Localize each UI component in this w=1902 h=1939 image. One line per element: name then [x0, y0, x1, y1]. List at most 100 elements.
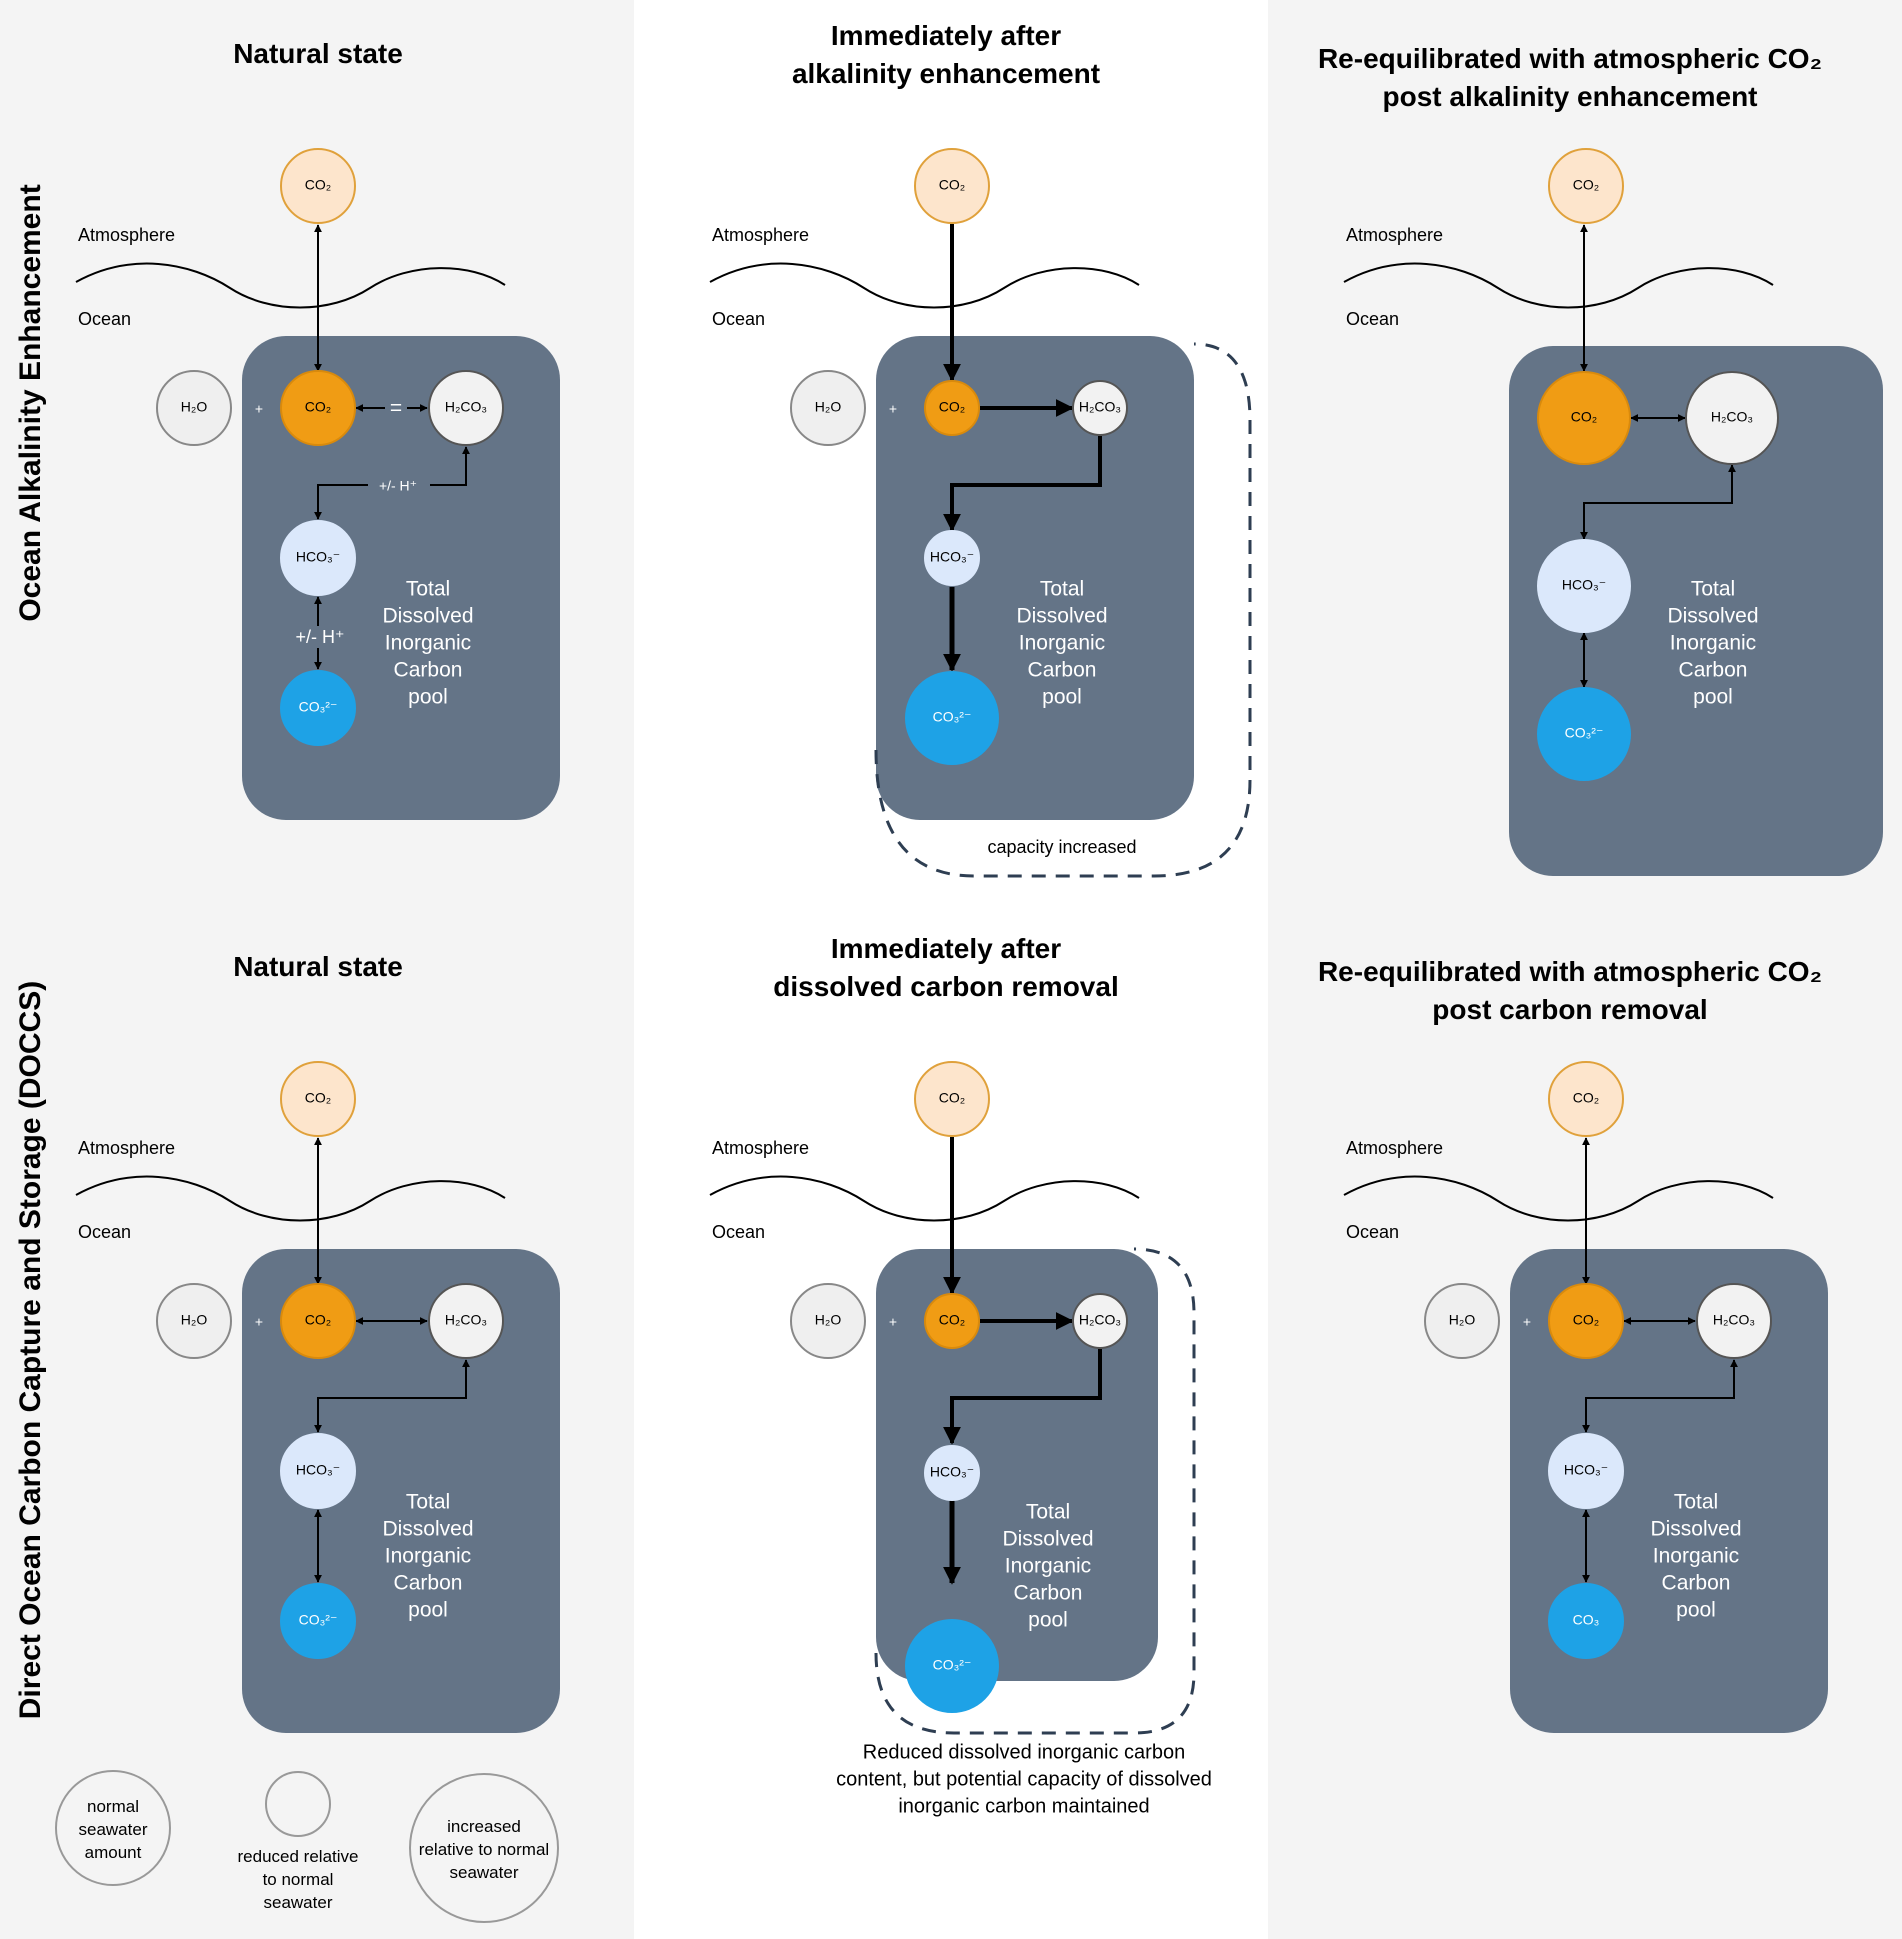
dissolved-co2-circle — [1537, 371, 1631, 465]
removal-note-line-2: content, but potential capacity of disso… — [836, 1768, 1212, 1790]
hco3-circle — [1537, 539, 1631, 633]
atmospheric-co2-circle — [1548, 1061, 1624, 1137]
plus-sign: + — [255, 401, 263, 417]
panel-title-line-1: Re-equilibrated with atmospheric CO₂ — [1318, 43, 1822, 74]
panel-title-line-2: post alkalinity enhancement — [1383, 81, 1758, 112]
pool-label-line-1: Total — [1691, 578, 1735, 601]
panel-doccs-natural: Natural stateAtmosphereOceanTotalDissolv… — [75, 951, 560, 1733]
legend-reduced-line-2: to normal — [263, 1870, 334, 1889]
removal-note-line-3: inorganic carbon maintained — [898, 1795, 1149, 1817]
legend-increased-line-1: increased — [447, 1817, 521, 1836]
sea-surface-wave — [1343, 262, 1774, 309]
ocean-label: Ocean — [78, 309, 131, 329]
hco3-circle — [280, 520, 356, 596]
h2o-label: H₂O — [181, 1312, 208, 1328]
pool-label-line-2: Dissolved — [1002, 1528, 1093, 1551]
dissolved-co2-label: CO₂ — [305, 1312, 331, 1328]
h2co3-circle — [428, 1283, 504, 1359]
co3-circle — [1537, 687, 1631, 781]
panel-title-line-2: post carbon removal — [1432, 994, 1707, 1025]
panel-doccs-immediate: Immediately after dissolved carbon remova… — [709, 933, 1212, 1817]
dissolved-co2-label: CO₂ — [939, 1312, 965, 1328]
panel-title-line-1: Natural state — [233, 38, 403, 69]
dissolved-co2-circle — [924, 380, 980, 436]
h2co3-circle — [428, 370, 504, 446]
pool-label-line-3: Inorganic — [385, 632, 471, 655]
dissolved-co2-label: CO₂ — [1573, 1312, 1599, 1328]
sea-surface-wave — [1343, 1175, 1774, 1222]
plus-sign: + — [889, 1314, 897, 1330]
arrow-h2co3-hco3 — [1582, 1359, 1738, 1433]
h2co3-label: H₂CO₃ — [1711, 409, 1753, 425]
atmospheric-co2-label: CO₂ — [939, 177, 965, 193]
legend-normal-line-1: normal — [87, 1797, 139, 1816]
h2o-circle — [156, 370, 232, 446]
pool-label-line-3: Inorganic — [1653, 1545, 1739, 1568]
hco3-label: HCO₃⁻ — [296, 1462, 340, 1478]
panel-title-line-1: Re-equilibrated with atmospheric CO₂ — [1318, 956, 1822, 987]
pool-label-line-1: Total — [1040, 578, 1084, 601]
panel-title-line-1: Immediately after — [831, 933, 1061, 964]
co3-label: CO₃²⁻ — [933, 709, 972, 725]
legend-increased-line-3: seawater — [450, 1863, 519, 1882]
equals-bg — [385, 397, 407, 419]
equals-sign: = — [390, 397, 402, 420]
row-label-oae: Ocean Alkalinity Enhancement — [14, 184, 47, 621]
co3-label: CO₃²⁻ — [299, 699, 338, 715]
pool-label-line-4: Carbon — [394, 659, 463, 682]
h2co3-circle — [1685, 371, 1779, 465]
pool-label-line-5: pool — [1028, 1609, 1068, 1632]
atmospheric-co2-label: CO₂ — [305, 1090, 331, 1106]
dissolved-co2-label: CO₂ — [939, 399, 965, 415]
pool-label-line-3: Inorganic — [385, 1545, 471, 1568]
pool-label-line-1: Total — [406, 1491, 450, 1514]
pool-label-line-1: Total — [1674, 1491, 1718, 1514]
legend-normal-line-2: seawater — [79, 1820, 148, 1839]
co3-label: CO₃²⁻ — [299, 1612, 338, 1628]
h2o-label: H₂O — [181, 399, 208, 415]
h-plus-bg — [292, 626, 348, 648]
removal-note-line-1: Reduced dissolved inorganic carbon — [863, 1741, 1185, 1763]
h2co3-label: H₂CO₃ — [1079, 399, 1121, 415]
hco3-label: HCO₃⁻ — [1564, 1462, 1608, 1478]
atmospheric-co2-circle — [280, 148, 356, 224]
atmosphere-label: Atmosphere — [1346, 1138, 1443, 1158]
dissolved-co2-circle — [280, 1283, 356, 1359]
h2co3-label: H₂CO₃ — [1079, 1312, 1121, 1328]
h-plus-label-mid: +/- H⁺ — [295, 627, 344, 647]
h2co3-circle — [1696, 1283, 1772, 1359]
panel-title-line-2: alkalinity enhancement — [792, 58, 1100, 89]
dissolved-co2-circle — [1548, 1283, 1624, 1359]
sea-surface-wave — [709, 1175, 1140, 1222]
co3-circle — [280, 670, 356, 746]
pool-label-line-4: Carbon — [1028, 659, 1097, 682]
co3-circle — [1548, 1583, 1624, 1659]
h2o-circle — [1424, 1283, 1500, 1359]
h-plus-label-top: +/- H⁺ — [379, 478, 417, 494]
co3-circle — [905, 671, 999, 765]
hco3-circle — [924, 1445, 980, 1501]
ocean-label: Ocean — [1346, 1222, 1399, 1242]
ocean-label: Ocean — [712, 309, 765, 329]
hco3-label: HCO₃⁻ — [930, 1464, 974, 1480]
pool-label-line-5: pool — [408, 686, 448, 709]
sea-surface-wave — [709, 262, 1140, 309]
hco3-circle — [1548, 1433, 1624, 1509]
atmospheric-co2-label: CO₂ — [939, 1090, 965, 1106]
panel-oae-reequilibrated: Re-equilibrated with atmospheric CO₂ post… — [1318, 43, 1883, 876]
atmospheric-co2-label: CO₂ — [305, 177, 331, 193]
hco3-label: HCO₃⁻ — [1562, 577, 1606, 593]
h2o-label: H₂O — [815, 1312, 842, 1328]
h2co3-circle — [1072, 380, 1128, 436]
panel-title-line-1: Immediately after — [831, 20, 1061, 51]
dissolved-co2-label: CO₂ — [1571, 409, 1597, 425]
pool-label-line-3: Inorganic — [1670, 632, 1756, 655]
h2o-label: H₂O — [1449, 1312, 1476, 1328]
hco3-label: HCO₃⁻ — [296, 549, 340, 565]
co3-label: CO₃ — [1573, 1612, 1600, 1628]
ocean-label: Ocean — [712, 1222, 765, 1242]
panel-title-line-2: dissolved carbon removal — [773, 971, 1118, 1002]
sea-surface-wave — [75, 1175, 506, 1222]
